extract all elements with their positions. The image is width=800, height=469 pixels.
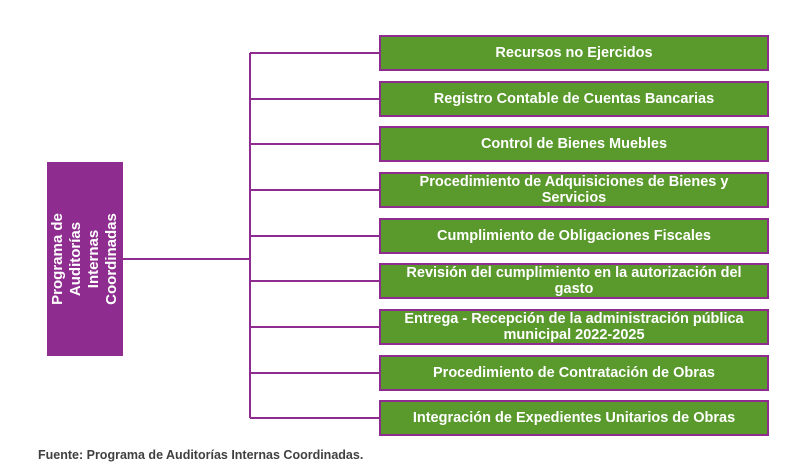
item-entrega-recepcion: Entrega - Recepción de la administración… [379, 309, 769, 345]
source-note: Fuente: Programa de Auditorías Internas … [38, 448, 364, 462]
item-contratacion-obras: Procedimiento de Contratación de Obras [379, 355, 769, 391]
item-revision-autorizacion-gasto: Revisión del cumplimiento en la autoriza… [379, 263, 769, 299]
item-registro-contable: Registro Contable de Cuentas Bancarias [379, 81, 769, 117]
item-control-bienes-muebles: Control de Bienes Muebles [379, 126, 769, 162]
item-procedimiento-adquisiciones: Procedimiento de Adquisiciones de Bienes… [379, 172, 769, 208]
root-node-label: Programa de Auditorías Internas Coordina… [49, 213, 120, 305]
item-expedientes-unitarios: Integración de Expedientes Unitarios de … [379, 400, 769, 436]
root-node: Programa de Auditorías Internas Coordina… [47, 162, 123, 356]
item-recursos-no-ejercidos: Recursos no Ejercidos [379, 35, 769, 71]
item-cumplimiento-obligaciones-fiscales: Cumplimiento de Obligaciones Fiscales [379, 218, 769, 254]
